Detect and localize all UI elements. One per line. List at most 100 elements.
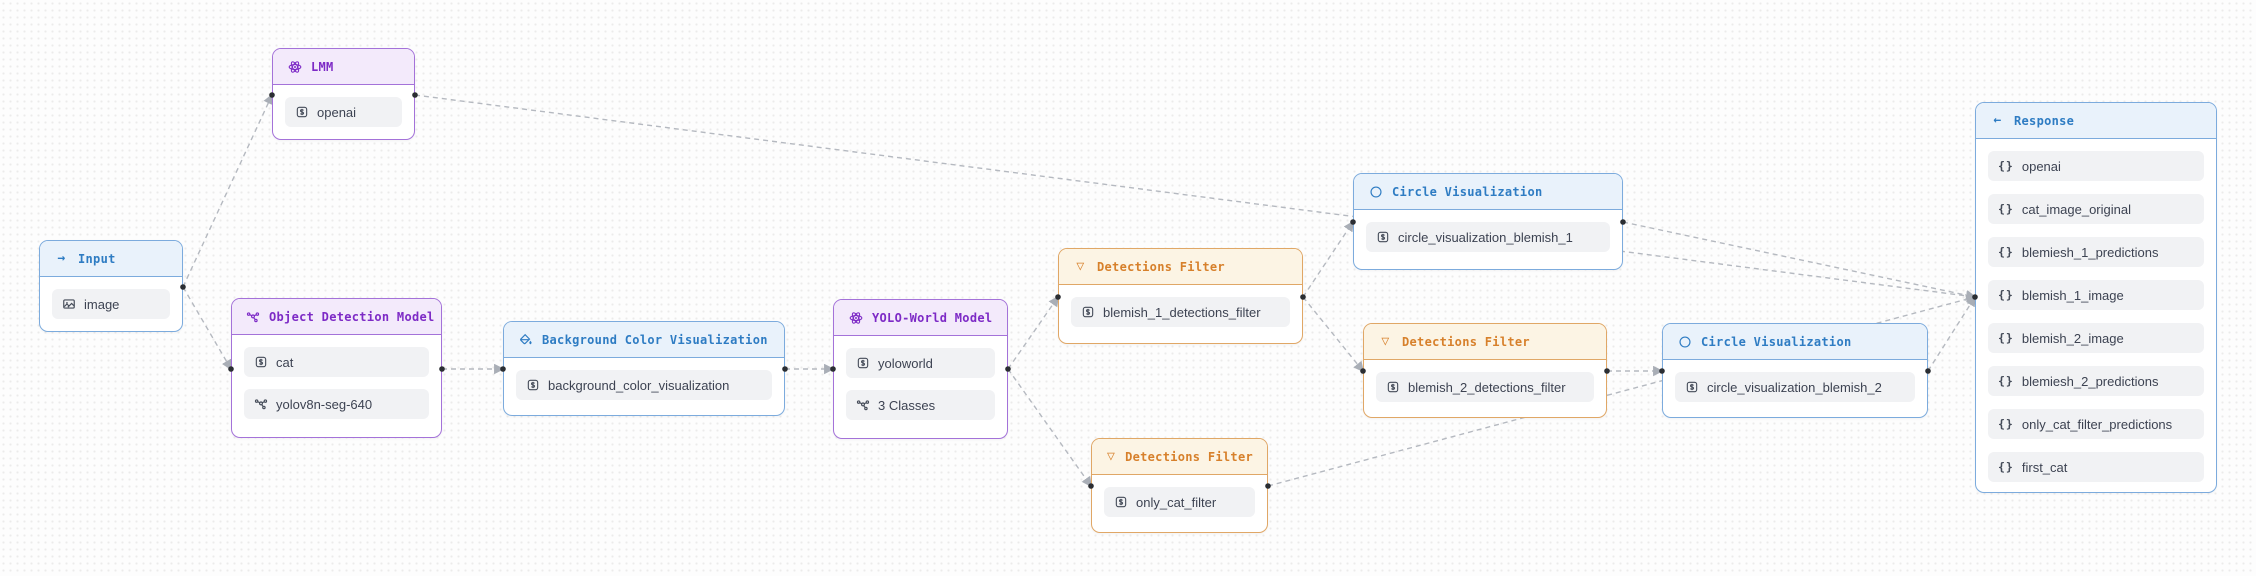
node-header: Background Color Visualization: [504, 322, 784, 358]
node-title: Circle Visualization: [1701, 334, 1852, 349]
field-classes[interactable]: 3 Classes: [846, 390, 995, 420]
node-title: LMM: [311, 59, 334, 74]
arrow-right-icon: →: [57, 251, 66, 266]
edge-dfc-response: [1267, 294, 1977, 487]
field-label: circle_visualization_blemish_2: [1707, 379, 1882, 395]
field-label: blemiesh_1_predictions: [2021, 244, 2159, 260]
field-label: yoloworld: [878, 355, 933, 371]
dollar-square-icon: [295, 105, 309, 119]
field-blemish-2-detections-filter[interactable]: blemish_2_detections_filter: [1376, 372, 1594, 402]
funnel-icon: ▽: [1381, 334, 1390, 349]
atom-icon: [287, 59, 302, 74]
graph-icon: [246, 309, 260, 324]
braces-icon: {}: [1998, 202, 2014, 216]
field-label: only_cat_filter: [1136, 494, 1217, 510]
field-model-id[interactable]: yolov8n-seg-640: [244, 389, 429, 419]
node-body: blemish_1_detections_filter: [1059, 285, 1302, 343]
field-label: background_color_visualization: [548, 377, 730, 393]
braces-icon: {}: [1998, 331, 2014, 345]
image-icon: [62, 297, 76, 311]
node-object-detection-model[interactable]: Object Detection Model cat yolov8n-seg-6…: [231, 298, 442, 438]
node-input[interactable]: → Input image: [39, 240, 183, 332]
field-blemish-1-detections-filter[interactable]: blemish_1_detections_filter: [1071, 297, 1290, 327]
atom-icon: [848, 310, 863, 325]
node-title: Circle Visualization: [1392, 184, 1543, 199]
node-detections-filter-blemish-1[interactable]: ▽ Detections Filter blemish_1_detections…: [1058, 248, 1303, 344]
node-header: → Input: [40, 241, 182, 277]
field-label: circle_visualization_blemish_1: [1398, 229, 1573, 245]
dollar-square-icon: [1685, 380, 1699, 394]
braces-icon: {}: [1998, 245, 2014, 259]
circle-icon: [1677, 334, 1692, 349]
edge-lmm-response: [414, 94, 1977, 302]
field-label: openai: [317, 104, 357, 120]
node-title: YOLO-World Model: [872, 310, 993, 325]
response-field-blemish-2-image[interactable]: {} blemish_2_image: [1988, 323, 2204, 353]
response-field-openai[interactable]: {} openai: [1988, 151, 2204, 181]
dollar-square-icon: [1081, 305, 1095, 319]
circle-icon: [1368, 184, 1383, 199]
edge-cv2-response: [1927, 295, 1976, 372]
node-header: ▽ Detections Filter: [1364, 324, 1606, 360]
node-lmm[interactable]: LMM openai: [272, 48, 415, 140]
field-label: image: [84, 296, 120, 312]
dollar-square-icon: [526, 378, 540, 392]
node-yolo-world-model[interactable]: YOLO-World Model yoloworld 3 Classes: [833, 299, 1008, 439]
node-body: yoloworld 3 Classes: [834, 336, 1007, 438]
field-label: cat: [276, 354, 294, 370]
funnel-icon: ▽: [1106, 449, 1116, 464]
node-circle-visualization-blemish-1[interactable]: Circle Visualization circle_visualizatio…: [1353, 173, 1623, 270]
node-title: Detections Filter: [1125, 449, 1253, 464]
field-label: blemish_2_detections_filter: [1408, 379, 1566, 395]
node-detections-filter-only-cat[interactable]: ▽ Detections Filter only_cat_filter: [1091, 438, 1268, 533]
node-title: Response: [2014, 113, 2075, 128]
braces-icon: {}: [1998, 460, 2014, 474]
node-header: ▽ Detections Filter: [1059, 249, 1302, 285]
field-yoloworld[interactable]: yoloworld: [846, 348, 995, 378]
node-background-color-visualization[interactable]: Background Color Visualization backgroun…: [503, 321, 785, 416]
edge-df1-cv1: [1302, 220, 1354, 298]
field-circle-visualization-blemish-1[interactable]: circle_visualization_blemish_1: [1366, 222, 1610, 252]
node-title: Background Color Visualization: [542, 332, 768, 347]
field-circle-visualization-blemish-2[interactable]: circle_visualization_blemish_2: [1675, 372, 1915, 402]
response-field-blemish-1-image[interactable]: {} blemish_1_image: [1988, 280, 2204, 310]
node-body: cat yolov8n-seg-640: [232, 335, 441, 437]
edge-cv1-response: [1622, 221, 1977, 301]
field-background-color-visualization[interactable]: background_color_visualization: [516, 370, 772, 400]
node-detections-filter-blemish-2[interactable]: ▽ Detections Filter blemish_2_detections…: [1363, 323, 1607, 418]
field-only-cat-filter[interactable]: only_cat_filter: [1104, 487, 1255, 517]
braces-icon: {}: [1998, 417, 2014, 431]
node-header: ▽ Detections Filter: [1092, 439, 1267, 475]
response-field-cat-image-original[interactable]: {} cat_image_original: [1988, 194, 2204, 224]
node-circle-visualization-blemish-2[interactable]: Circle Visualization circle_visualizatio…: [1662, 323, 1928, 418]
response-field-blemiesh-2-predictions[interactable]: {} blemiesh_2_predictions: [1988, 366, 2204, 396]
response-field-first-cat[interactable]: {} first_cat: [1988, 452, 2204, 482]
edge-input-lmm: [182, 93, 274, 288]
dollar-square-icon: [1114, 495, 1128, 509]
response-field-only-cat-filter-predictions[interactable]: {} only_cat_filter_predictions: [1988, 409, 2204, 439]
node-body: image: [40, 277, 182, 331]
node-body: {} openai {} cat_image_original {} blemi…: [1976, 139, 2216, 494]
dollar-square-icon: [856, 356, 870, 370]
field-label: blemish_1_detections_filter: [1103, 304, 1261, 320]
node-response[interactable]: ← Response {} openai {} cat_image_origin…: [1975, 102, 2217, 493]
node-title: Input: [78, 251, 116, 266]
braces-icon: {}: [1998, 159, 2014, 173]
field-openai[interactable]: openai: [285, 97, 402, 127]
node-header: YOLO-World Model: [834, 300, 1007, 336]
field-label: cat_image_original: [2021, 201, 2131, 217]
node-title: Detections Filter: [1402, 334, 1530, 349]
field-label: blemish_1_image: [2021, 287, 2124, 303]
paint-bucket-icon: [518, 332, 533, 347]
node-header: ← Response: [1976, 103, 2216, 139]
node-header: Circle Visualization: [1354, 174, 1622, 210]
edge-input-odm: [182, 286, 232, 371]
field-class-cat[interactable]: cat: [244, 347, 429, 377]
response-field-blemiesh-1-predictions[interactable]: {} blemiesh_1_predictions: [1988, 237, 2204, 267]
node-body: circle_visualization_blemish_2: [1663, 360, 1927, 417]
dollar-square-icon: [1386, 380, 1400, 394]
field-image[interactable]: image: [52, 289, 170, 319]
field-label: 3 Classes: [878, 397, 936, 413]
field-label: openai: [2021, 158, 2061, 174]
